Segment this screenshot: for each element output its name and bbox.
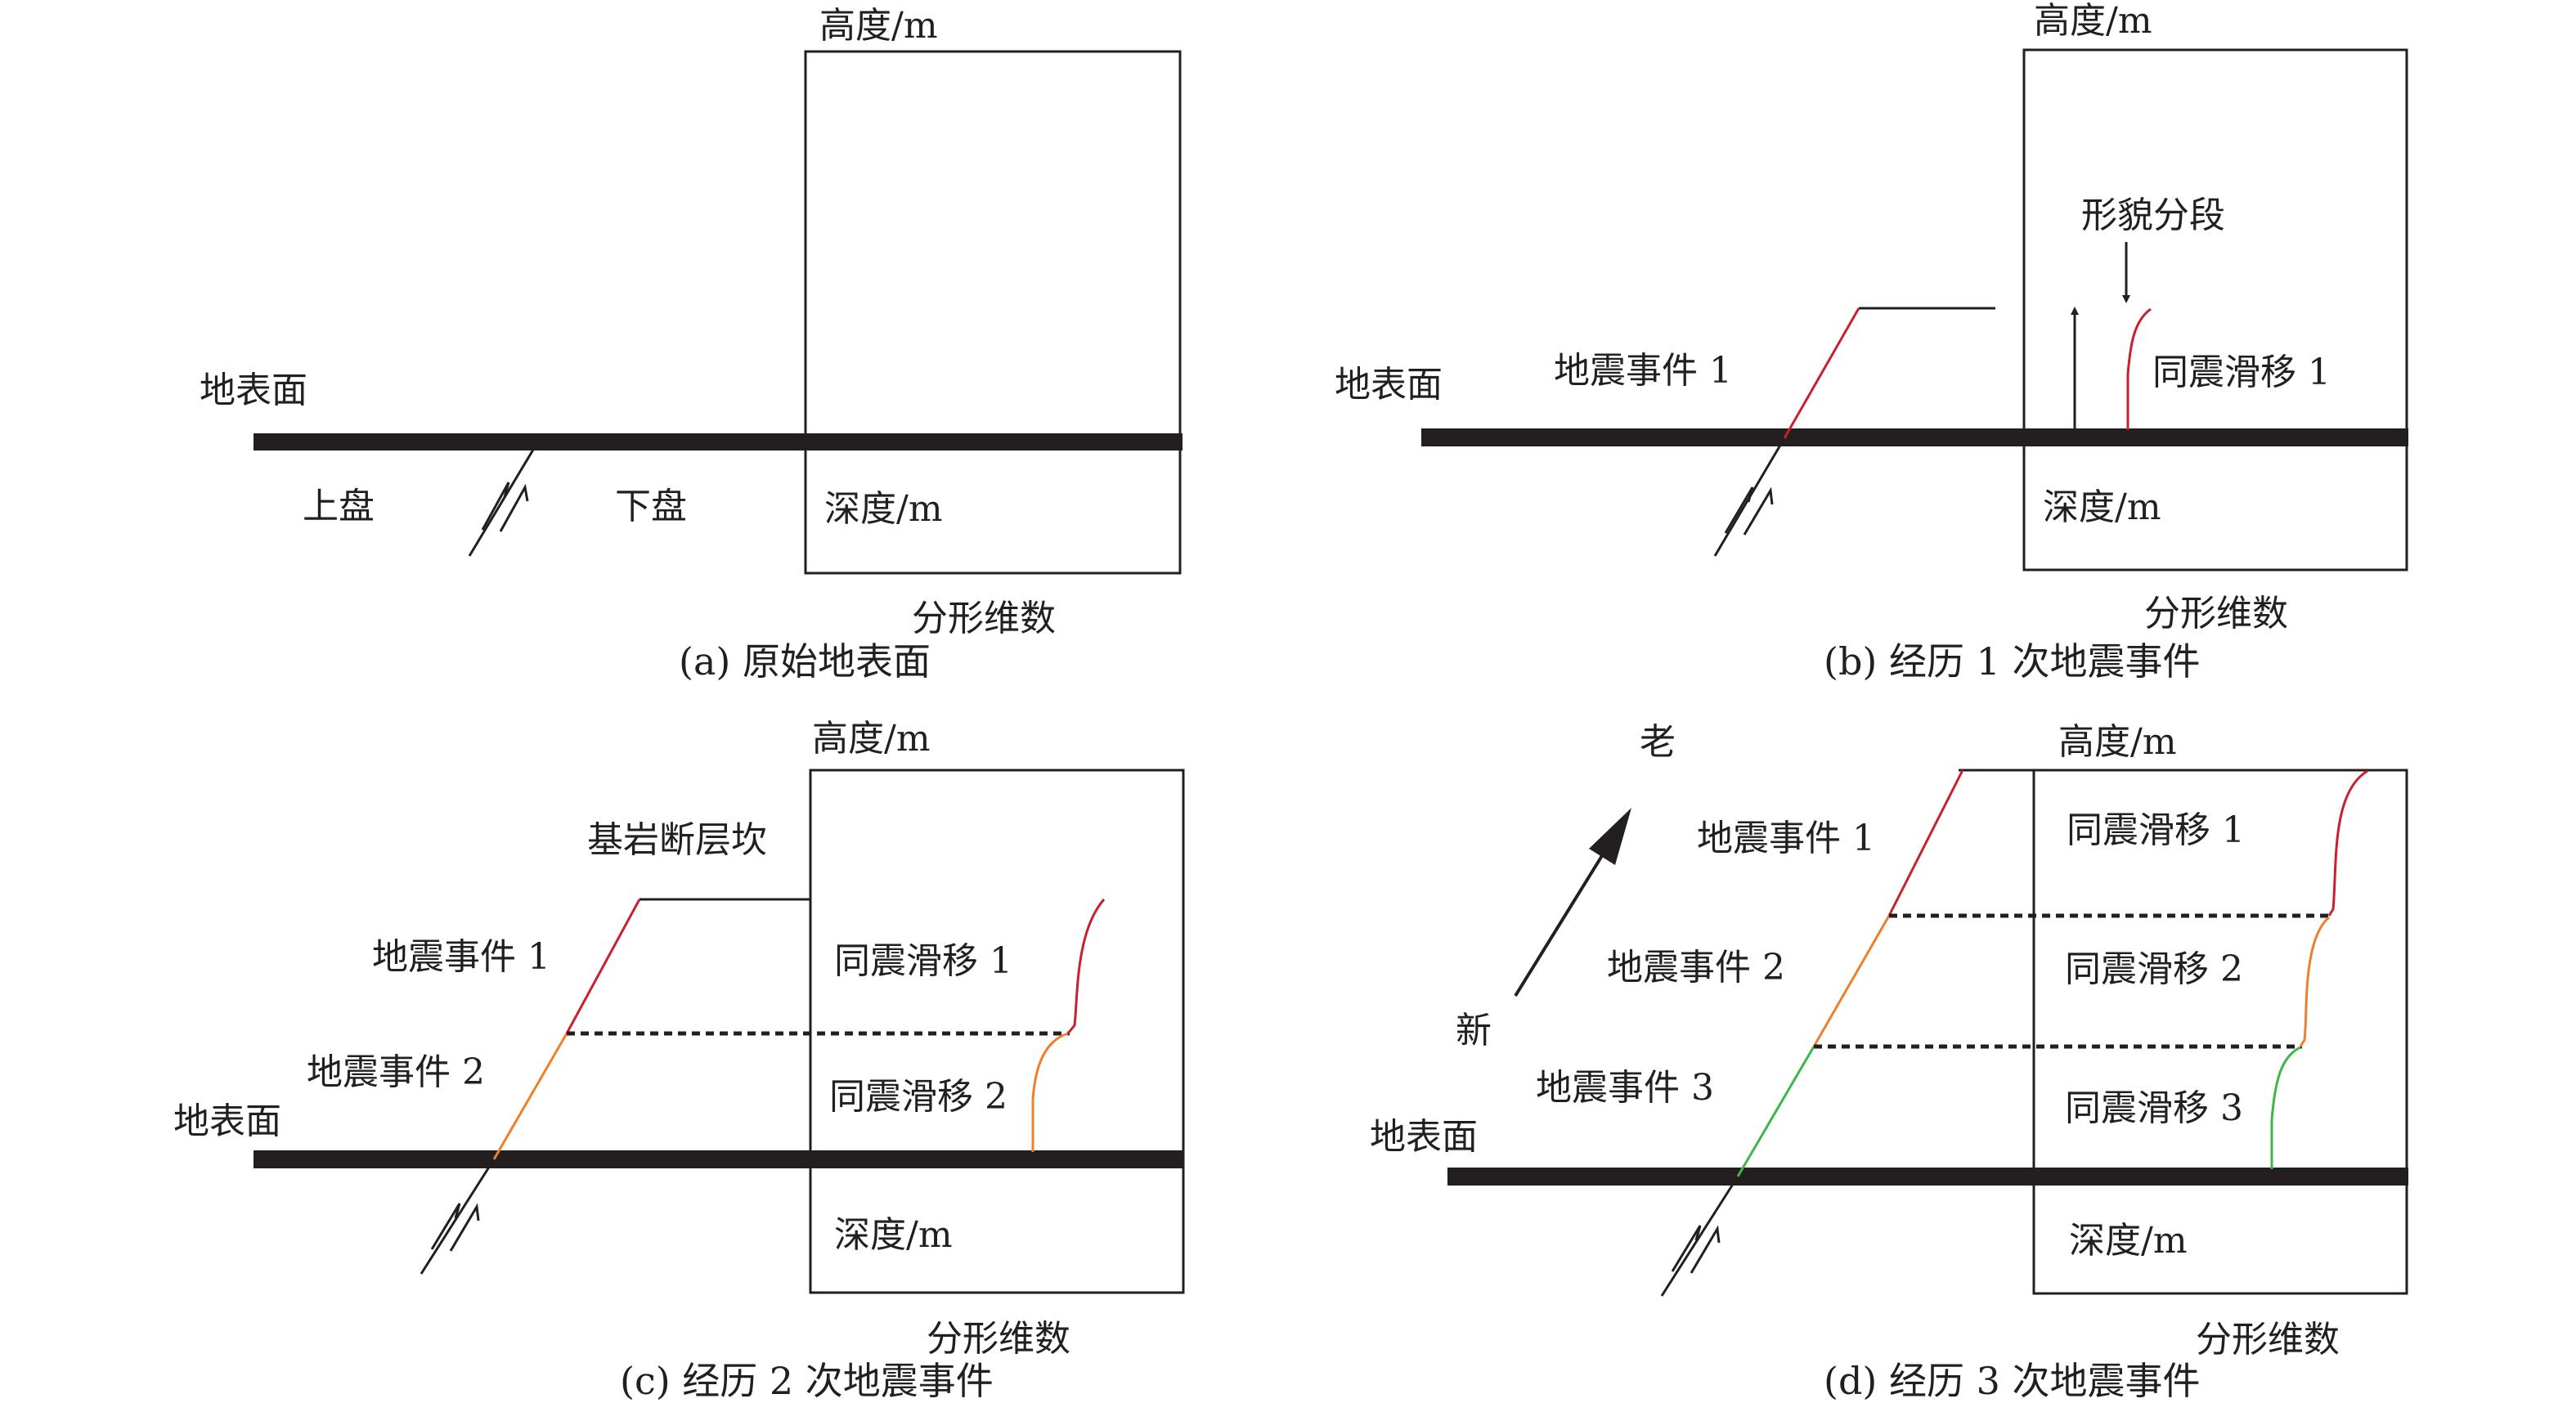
fractal-axis-label-b: 分形维数 <box>2144 593 2288 634</box>
event-1-label-c: 地震事件 1 <box>372 936 550 978</box>
ground-surface-b <box>1421 428 2408 446</box>
caption-d: (d) 经历 3 次地震事件 <box>1824 1359 2200 1403</box>
panel-d: 老 新 高度/m 地震事件 1 地震事件 2 地震事件 3 地表面 同震滑移 1… <box>1370 721 2408 1403</box>
slip-3-label-d: 同震滑移 3 <box>2065 1087 2243 1129</box>
hanging-wall-label: 上盘 <box>303 486 375 527</box>
slip-curve-1-d <box>2327 769 2368 917</box>
ground-surface-c <box>254 1150 1183 1168</box>
fault-trace-event-2-d <box>1812 915 1891 1047</box>
ground-surface-label-c: 地表面 <box>173 1100 281 1142</box>
segmentation-label: 形貌分段 <box>2081 195 2225 236</box>
slip-curve-1-b <box>2126 307 2152 430</box>
height-axis-label-b: 高度/m <box>2034 0 2152 42</box>
depth-axis-label-a: 深度/m <box>824 488 943 530</box>
event-3-label-d: 地震事件 3 <box>1536 1067 1714 1109</box>
fault-trace-event-1-d <box>1887 769 1964 917</box>
ground-surface-label-d: 地表面 <box>1370 1116 1478 1158</box>
event-2-label-c: 地震事件 2 <box>307 1051 485 1093</box>
fault-symbol-c <box>420 1159 496 1275</box>
fault-symbol-b <box>1713 437 1786 557</box>
slip-2-label-d: 同震滑移 2 <box>2065 948 2243 990</box>
footwall-label: 下盘 <box>615 486 687 527</box>
caption-c: (c) 经历 2 次地震事件 <box>620 1359 994 1403</box>
slip-1-label-b: 同震滑移 1 <box>2152 352 2331 393</box>
slip-curve-2-d <box>2299 916 2331 1047</box>
ground-surface-a <box>254 433 1183 450</box>
slip-curve-2-c <box>1031 1032 1069 1152</box>
caption-b: (b) 经历 1 次地震事件 <box>1824 639 2200 684</box>
old-label: 老 <box>1640 721 1676 763</box>
depth-axis-label-b: 深度/m <box>2043 486 2161 528</box>
slip-curve-1-c <box>1066 899 1106 1034</box>
height-axis-label-c: 高度/m <box>812 718 931 760</box>
fault-trace-event-2-c <box>492 1033 568 1160</box>
fractal-box-d <box>2032 769 2408 1295</box>
ground-surface-label-a: 地表面 <box>200 370 307 411</box>
ground-surface-label-b: 地表面 <box>1335 364 1443 406</box>
panel-a: 高度/m 地表面 上盘 下盘 深度/m 分形维数 (a) 原始地表面 <box>200 5 1183 684</box>
slip-1-label-d: 同震滑移 1 <box>2067 809 2245 851</box>
fractal-box-b <box>2022 48 2408 572</box>
height-axis-label-d: 高度/m <box>2058 721 2177 763</box>
slip-curve-3-d <box>2270 1046 2301 1169</box>
fault-symbol-a <box>468 445 537 557</box>
depth-axis-label-d: 深度/m <box>2069 1220 2188 1262</box>
panel-b: 高度/m 形貌分段 地表面 地震事件 1 同震滑移 1 深度/m 分形维数 (b… <box>1335 0 2408 684</box>
fault-trace-event-1-c <box>565 899 641 1034</box>
fault-symbol-d <box>1660 1176 1739 1297</box>
ground-surface-d <box>1447 1168 2408 1186</box>
new-label: 新 <box>1456 1010 1492 1051</box>
fault-trace-event-1-b <box>1783 307 1860 439</box>
depth-axis-label-c: 深度/m <box>834 1214 953 1256</box>
event-1-label-b: 地震事件 1 <box>1554 350 1732 392</box>
height-axis-label-a: 高度/m <box>819 5 938 47</box>
panel-c: 高度/m 基岩断层坎 地震事件 1 地震事件 2 地表面 同震滑移 1 同震滑移… <box>173 718 1185 1403</box>
age-arrow-d <box>1514 808 1631 997</box>
event-1-label-d: 地震事件 1 <box>1697 818 1875 859</box>
slip-1-label-c: 同震滑移 1 <box>834 940 1012 982</box>
fractal-axis-label-a: 分形维数 <box>912 598 1056 639</box>
event-2-label-d: 地震事件 2 <box>1607 947 1785 988</box>
scarp-label: 基岩断层坎 <box>587 819 767 861</box>
fractal-box-a <box>804 50 1182 575</box>
fractal-axis-label-c: 分形维数 <box>927 1318 1070 1360</box>
caption-a: (a) 原始地表面 <box>679 639 931 684</box>
fractal-axis-label-d: 分形维数 <box>2196 1319 2340 1360</box>
fault-trace-event-3-d <box>1736 1046 1815 1177</box>
slip-2-label-c: 同震滑移 2 <box>829 1076 1008 1118</box>
